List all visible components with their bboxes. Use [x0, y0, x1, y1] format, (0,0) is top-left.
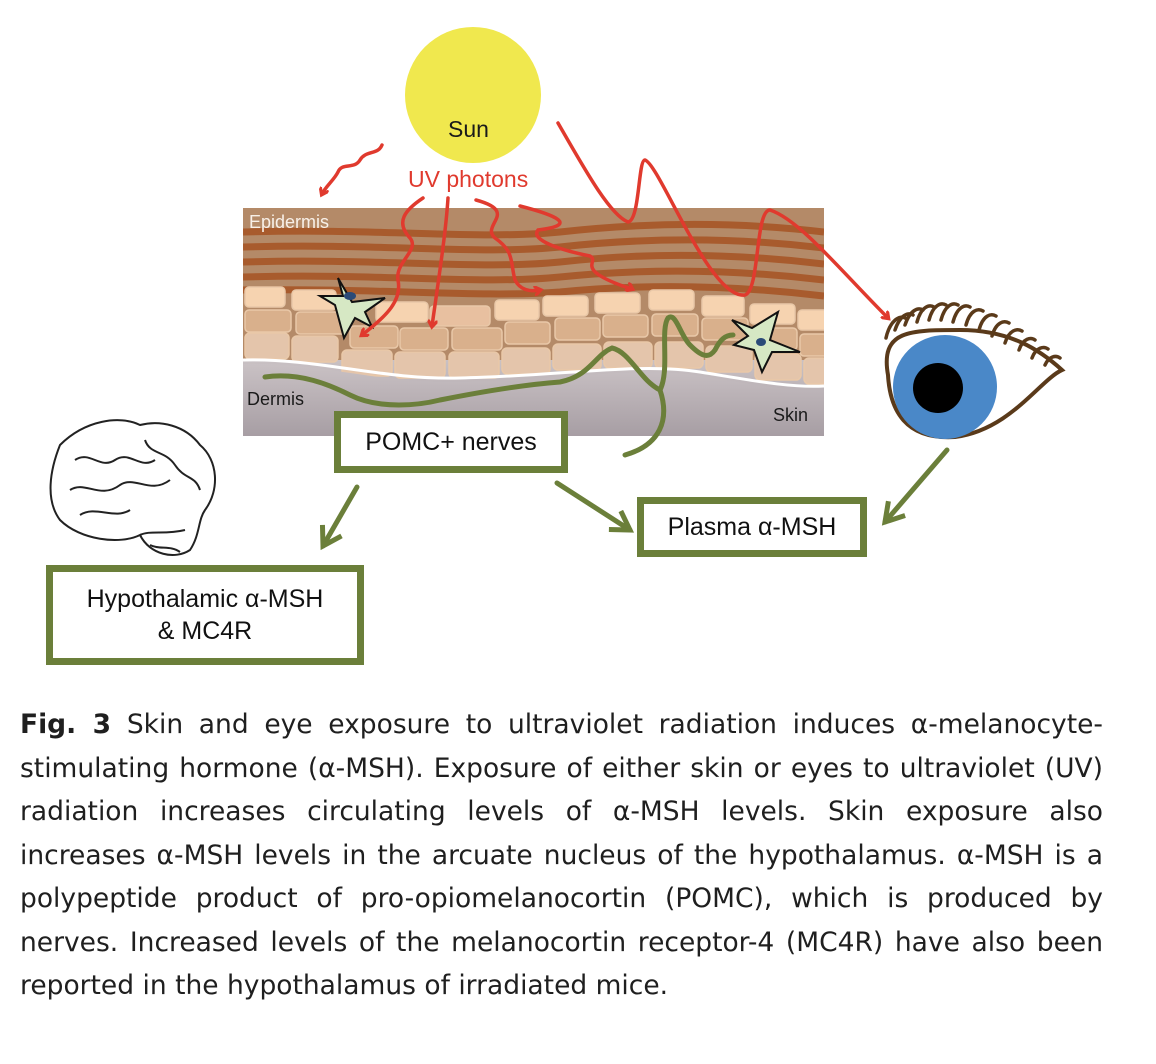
uv-photon-arrow-icon	[322, 143, 384, 194]
basement-membrane	[243, 358, 824, 388]
pathway-arrows	[323, 447, 950, 546]
figure-caption: Fig. 3 Skin and eye exposure to ultravio…	[20, 703, 1103, 1008]
uv-photon-arrow-icon	[432, 196, 450, 326]
uv-photon-arrows	[322, 121, 888, 335]
pomc-nerves-label: POMC+ nerves	[365, 427, 537, 456]
caption-text: Skin and eye exposure to ultraviolet rad…	[20, 709, 1103, 1001]
plasma-msh-box: Plasma α-MSH	[637, 497, 867, 557]
sun-label: Sun	[448, 116, 489, 142]
sun-icon	[405, 27, 541, 163]
uv-photon-arrow-icon	[474, 198, 540, 291]
keratinocyte-rows	[244, 286, 824, 385]
pathway-arrow-icon	[323, 484, 360, 546]
plasma-msh-label: Plasma α-MSH	[667, 512, 837, 541]
uv-photon-arrow-icon	[518, 204, 632, 289]
figure-number: Fig. 3	[20, 709, 112, 740]
melanocyte-icon	[731, 309, 801, 375]
dermis-label: Dermis	[247, 389, 304, 409]
pomc-nerves-box: POMC+ nerves	[334, 411, 568, 473]
pomc-nerve-fibers	[262, 314, 736, 458]
pathway-arrow-icon	[554, 480, 630, 530]
figure: Sun UV photons Epidermis Dermis Skin POM…	[46, 27, 1066, 665]
epidermis-label: Epidermis	[249, 212, 330, 232]
hypothalamic-msh-box: Hypothalamic α-MSH & MC4R	[46, 565, 364, 665]
uv-photons-label: UV photons	[408, 166, 529, 192]
hypothalamic-msh-label-line1: Hypothalamic α-MSH	[86, 584, 324, 613]
pathway-arrow-icon	[885, 447, 950, 522]
uv-photon-arrow-icon	[556, 121, 888, 318]
brain-icon	[49, 419, 217, 556]
stratum-corneum	[243, 221, 824, 300]
melanocyte-icon	[316, 277, 386, 341]
uv-photon-arrow-icon	[362, 196, 425, 335]
hypothalamic-msh-label-line2: & MC4R	[157, 617, 253, 645]
eye-icon	[884, 302, 1066, 440]
skin-label: Skin	[773, 405, 809, 425]
